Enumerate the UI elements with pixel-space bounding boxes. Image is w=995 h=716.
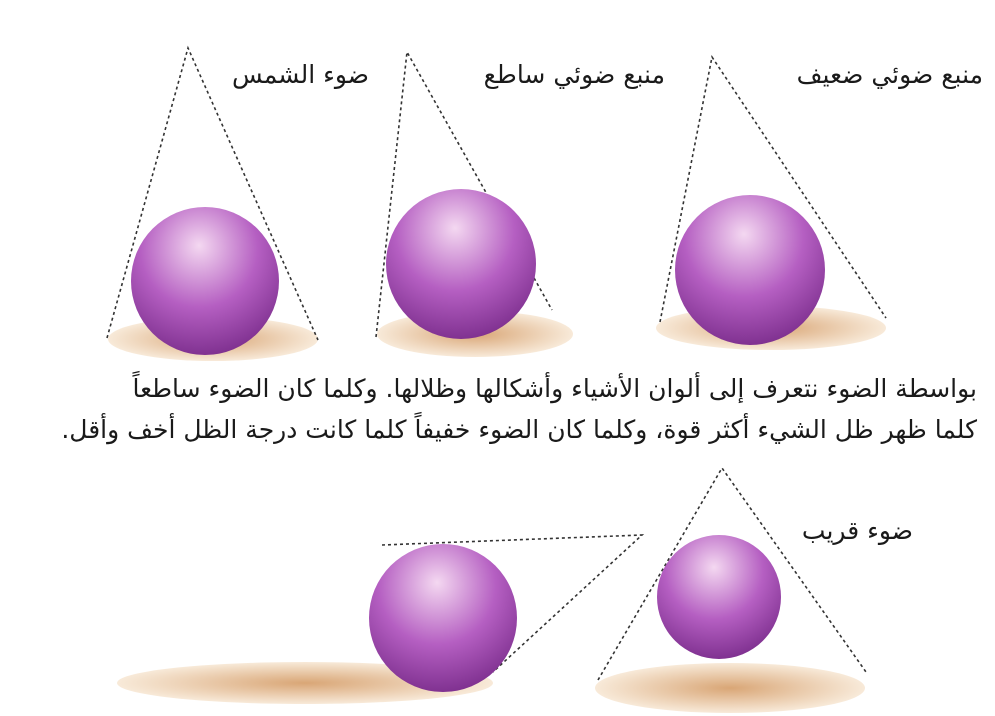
shadow-near-light bbox=[595, 663, 865, 713]
sphere-sunlight bbox=[131, 207, 279, 355]
label-near-light: ضوء قريب bbox=[802, 516, 913, 546]
sphere-weak-source bbox=[675, 195, 825, 345]
label-bright-source: منبع ضوئي ساطع bbox=[484, 60, 665, 90]
paragraph-line-2: كلما ظهر ظل الشيء أكثر قوة، وكلما كان ال… bbox=[61, 414, 977, 446]
paragraph-line-1: بواسطة الضوء نتعرف إلى ألوان الأشياء وأش… bbox=[132, 373, 977, 405]
sphere-side-light bbox=[369, 544, 517, 692]
sphere-bright-source bbox=[386, 189, 536, 339]
label-weak-source: منبع ضوئي ضعيف bbox=[797, 60, 983, 90]
sphere-near-light bbox=[657, 535, 781, 659]
label-sunlight: ضوء الشمس bbox=[232, 60, 369, 90]
